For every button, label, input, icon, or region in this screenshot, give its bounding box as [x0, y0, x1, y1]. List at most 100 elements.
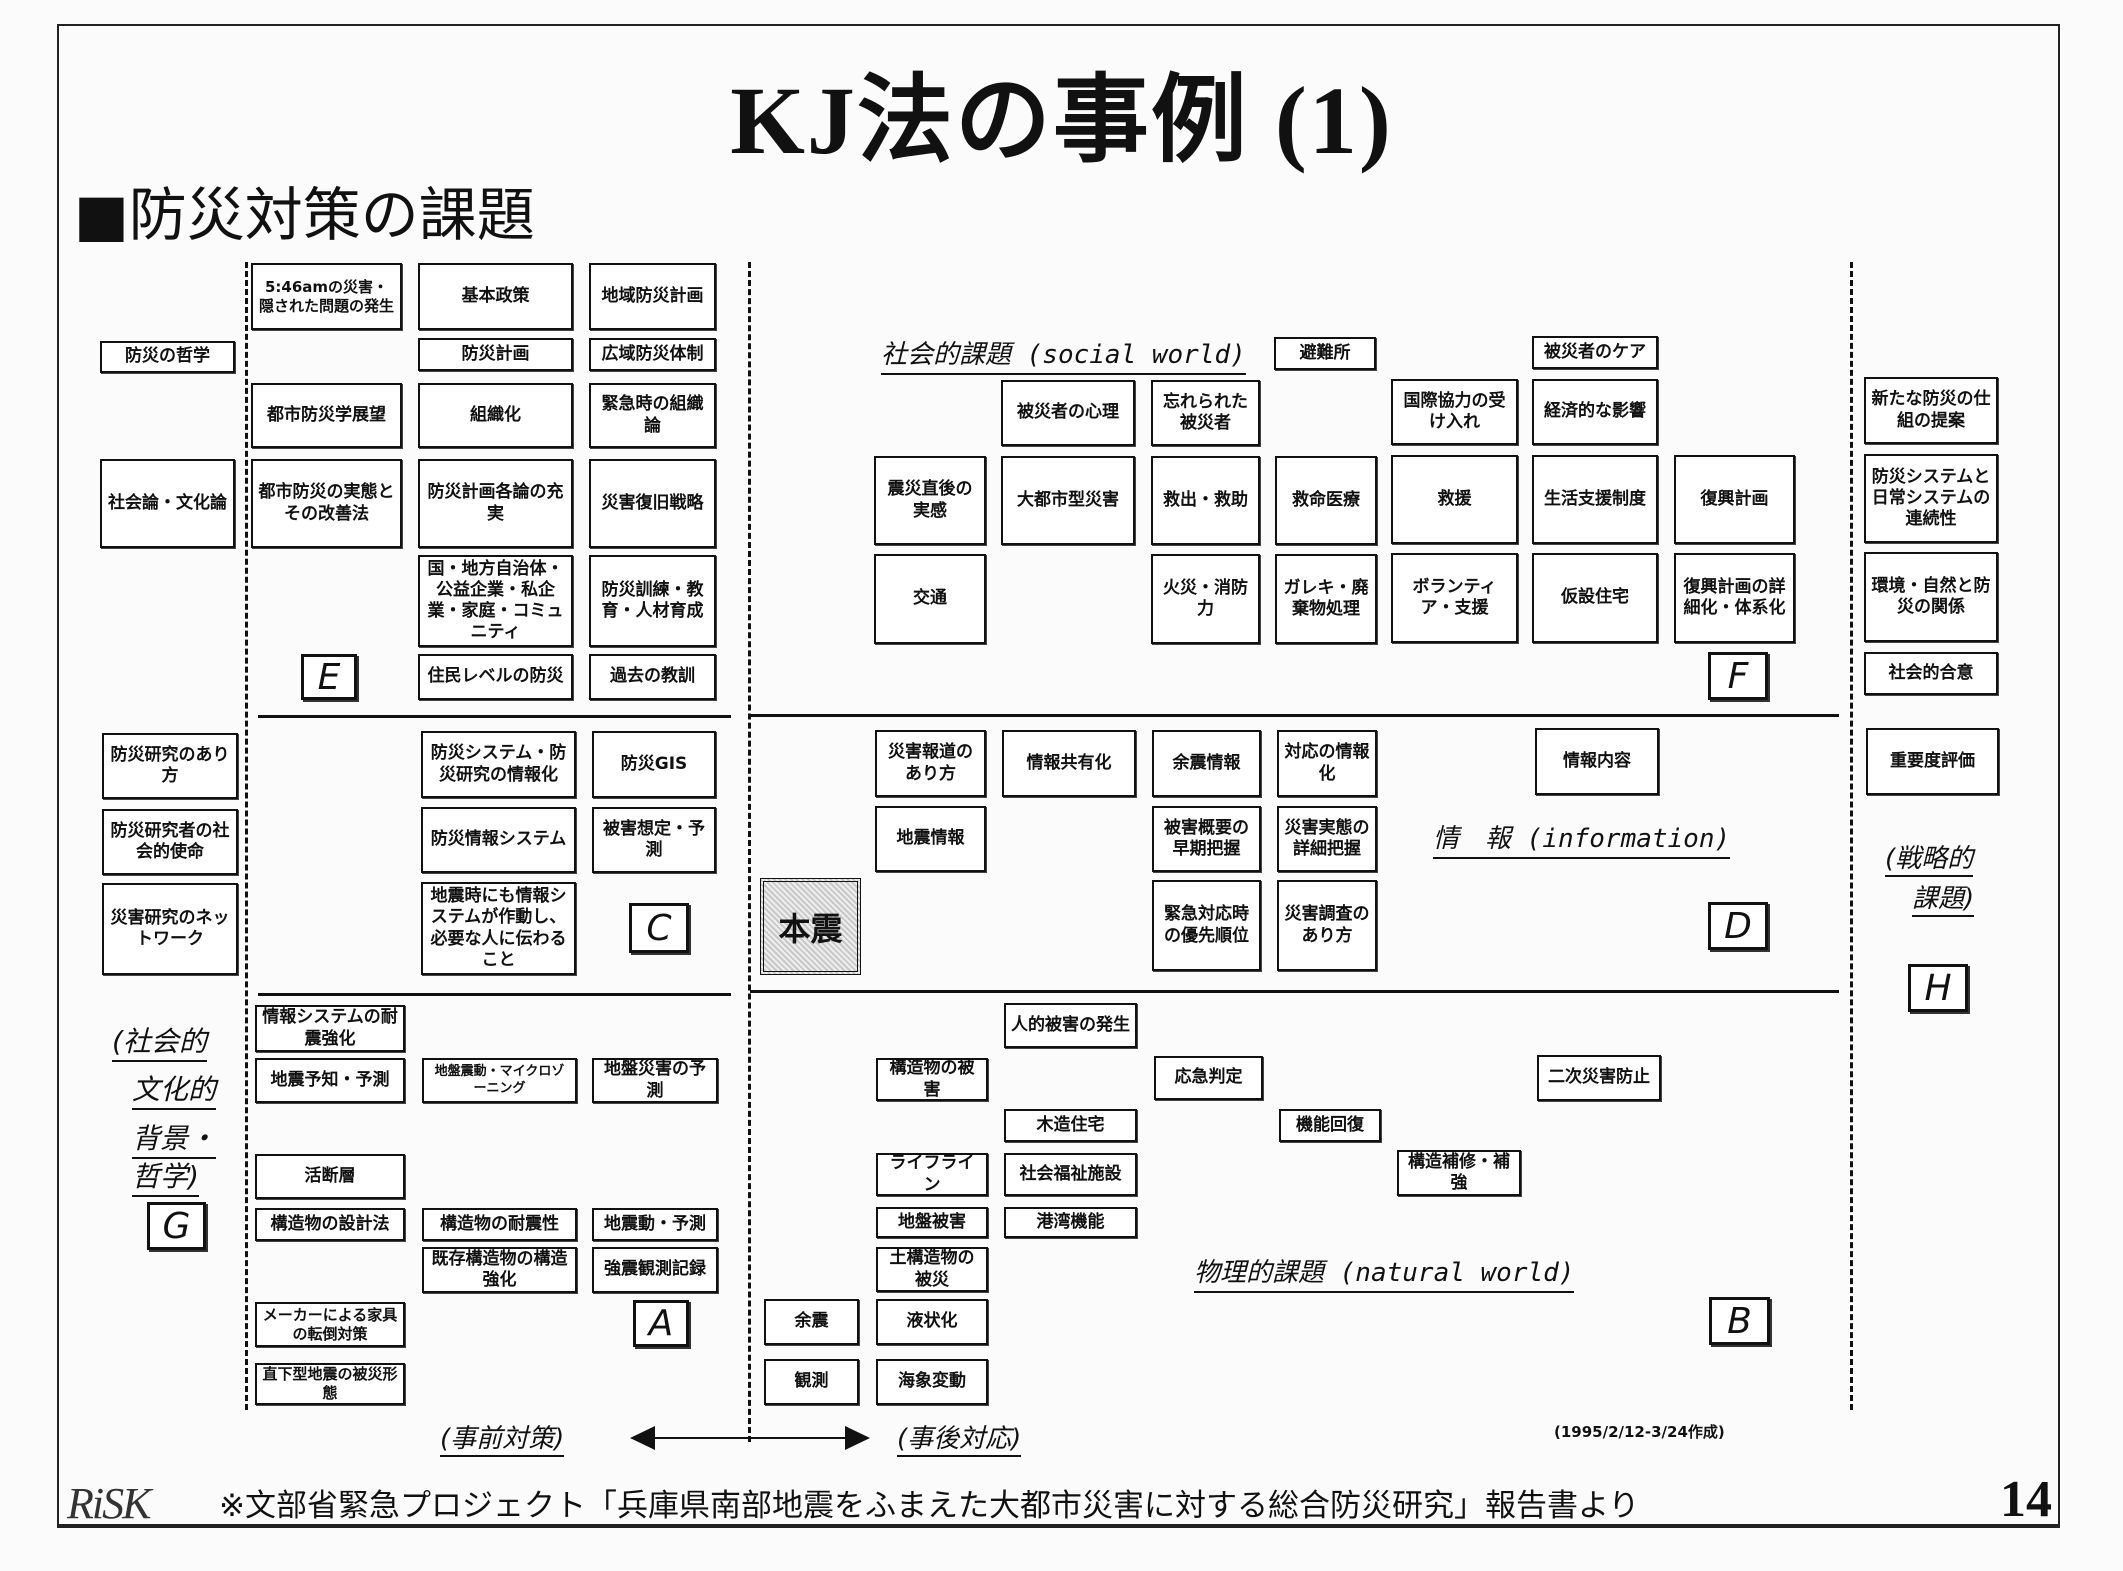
kj-card: ライフライン — [876, 1153, 988, 1196]
kj-card: メーカーによる家具の転倒対策 — [255, 1302, 405, 1347]
kj-card: 防災の哲学 — [100, 341, 235, 373]
timeline-arrow-icon — [630, 1426, 870, 1450]
kj-card: 環境・自然と防災の関係 — [1864, 552, 1998, 642]
divider-h1-left — [258, 715, 731, 718]
kj-card: 防災研究者の社会的使命 — [102, 809, 238, 875]
kj-card: 人的被害の発生 — [1004, 1003, 1137, 1048]
kj-card: 被災者の心理 — [1001, 380, 1135, 446]
page-number: 14 — [2000, 1471, 2052, 1528]
kj-card: 重要度評価 — [1866, 728, 1999, 795]
kj-card: 災害研究のネットワーク — [102, 883, 238, 975]
kj-card: 大都市型災害 — [1001, 456, 1135, 545]
kj-card: 被害概要の早期把握 — [1152, 806, 1261, 872]
group-g-heading: 哲学) — [132, 1155, 199, 1197]
kj-card: 災害報道のあり方 — [875, 730, 986, 797]
kj-card: 防災情報システム — [421, 807, 576, 873]
kj-card: 住民レベルの防災 — [418, 654, 573, 700]
kj-card: 緊急時の組織論 — [589, 383, 716, 448]
kj-card: 交通 — [874, 554, 986, 644]
kj-card: 情報共有化 — [1002, 730, 1136, 797]
group-label-g: G — [147, 1202, 206, 1250]
kj-card: 構造物の設計法 — [255, 1208, 405, 1241]
group-h-heading: 課題) — [1912, 878, 1975, 917]
group-g-heading: 文化的 — [132, 1068, 217, 1110]
kj-card: 被災者のケア — [1532, 336, 1658, 369]
kj-card: 広域防災体制 — [589, 338, 716, 371]
kj-card: 防災システムと日常システムの連続性 — [1864, 454, 1998, 543]
kj-card: 情報内容 — [1535, 728, 1659, 795]
kj-card: 余震 — [764, 1299, 859, 1345]
kj-card: ボランティア・支援 — [1391, 553, 1518, 643]
kj-card: 防災訓練・教育・人材育成 — [589, 555, 716, 647]
group-d-heading: 情 報 (information) — [1433, 818, 1731, 859]
kj-card: 構造物の耐震性 — [422, 1208, 577, 1241]
source-note: ※文部省緊急プロジェクト「兵庫県南部地震をふまえた大都市災害に対する総合防災研究… — [219, 1488, 1640, 1524]
kj-card: 強震観測記録 — [592, 1247, 718, 1293]
kj-card: 地盤震動・マイクロゾーニング — [422, 1058, 577, 1103]
kj-card: 忘れられた被災者 — [1151, 380, 1260, 446]
kj-card: 震災直後の実感 — [874, 456, 986, 545]
main-shock-card: 本震 — [760, 878, 861, 975]
kj-card: 木造住宅 — [1004, 1109, 1137, 1142]
slide-frame — [57, 24, 2060, 1528]
kj-card: 防災計画 — [418, 338, 573, 371]
kj-card: 地震動・予測 — [592, 1208, 718, 1241]
kj-card: ガレキ・廃棄物処理 — [1275, 554, 1377, 644]
divider-left — [245, 262, 248, 1410]
kj-card: 社会論・文化論 — [100, 459, 235, 548]
divider-right — [1850, 262, 1853, 1410]
kj-card: 過去の教訓 — [589, 654, 716, 700]
divider-h2-right — [750, 990, 1839, 993]
kj-card: 地震時にも情報システムが作動し、必要な人に伝わること — [421, 882, 576, 975]
kj-card: 応急判定 — [1154, 1056, 1263, 1100]
kj-card: 都市防災の実態とその改善法 — [251, 459, 402, 548]
kj-card: 基本政策 — [418, 263, 573, 330]
kj-card: 仮設住宅 — [1532, 553, 1658, 643]
slide-subtitle: ■防災対策の課題 — [74, 181, 535, 249]
kj-card: 国・地方自治体・公益企業・私企業・家庭・コミュニティ — [418, 555, 573, 647]
kj-card: 災害調査のあり方 — [1277, 880, 1377, 971]
kj-card: 防災システム・防災研究の情報化 — [421, 731, 576, 798]
kj-card: 構造物の被害 — [876, 1058, 988, 1101]
kj-card: 復興計画の詳細化・体系化 — [1674, 553, 1795, 643]
group-label-c: C — [629, 903, 689, 953]
kj-card: 生活支援制度 — [1532, 455, 1658, 544]
kj-card: 既存構造物の構造強化 — [422, 1247, 577, 1293]
kj-card: 防災研究のあり方 — [102, 733, 238, 799]
group-g-heading: 背景・ — [132, 1117, 217, 1159]
kj-card: 地震予知・予測 — [255, 1058, 405, 1103]
kj-card: 避難所 — [1274, 337, 1376, 370]
kj-card: 経済的な影響 — [1532, 379, 1658, 445]
kj-card: 土構造物の被災 — [876, 1247, 988, 1292]
kj-card: 余震情報 — [1152, 730, 1261, 797]
group-label-f: F — [1708, 652, 1768, 700]
group-label-h: H — [1908, 964, 1968, 1012]
kj-card: 海象変動 — [876, 1359, 988, 1405]
kj-card: 救出・救助 — [1151, 456, 1260, 545]
kj-card: 災害実態の詳細把握 — [1277, 806, 1377, 872]
divider-center — [748, 262, 751, 1442]
kj-card: 緊急対応時の優先順位 — [1152, 880, 1261, 971]
kj-card: 火災・消防力 — [1151, 554, 1260, 644]
group-g-heading: (社会的 — [112, 1020, 207, 1062]
kj-card: 機能回復 — [1279, 1109, 1381, 1142]
kj-card: 新たな防災の仕組の提案 — [1864, 377, 1998, 444]
pre-disaster-label: (事前対策) — [440, 1418, 565, 1457]
kj-card: 国際協力の受け入れ — [1391, 379, 1518, 445]
group-f-heading: 社会的課題 (social world) — [881, 334, 1246, 375]
group-label-b: B — [1709, 1297, 1770, 1345]
group-b-heading: 物理的課題 (natural world) — [1194, 1252, 1575, 1293]
divider-h1-right — [750, 714, 1839, 717]
divider-h2-left — [258, 993, 731, 996]
slide-title: KJ法の事例 (1) — [730, 67, 1393, 174]
kj-card: 災害復旧戦略 — [589, 459, 716, 548]
kj-card: 被害想定・予測 — [592, 807, 716, 873]
post-disaster-label: (事後対応) — [897, 1418, 1022, 1457]
kj-card: 直下型地震の被災形態 — [255, 1363, 405, 1405]
kj-card: 観測 — [764, 1359, 859, 1405]
group-label-d: D — [1708, 902, 1768, 950]
kj-card: 復興計画 — [1674, 455, 1795, 544]
group-h-heading: (戦略的 — [1885, 838, 1974, 877]
kj-card: 組織化 — [418, 383, 573, 448]
kj-card: 5:46amの災害・隠された問題の発生 — [251, 263, 402, 330]
